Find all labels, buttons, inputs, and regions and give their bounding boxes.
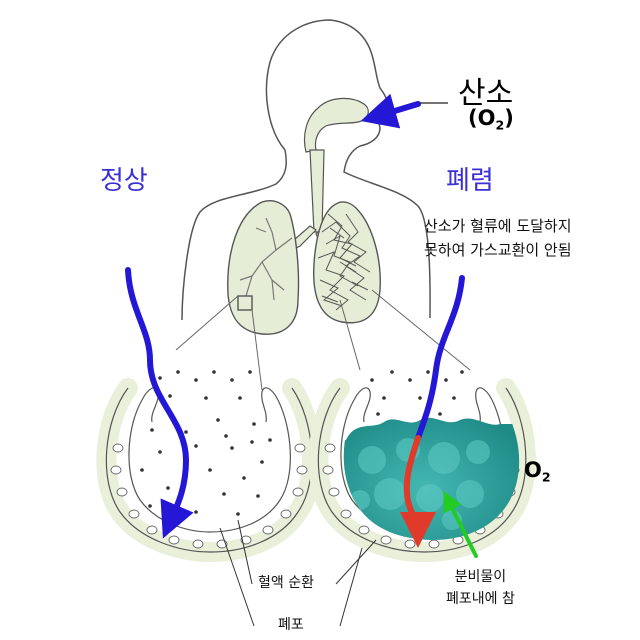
blocked-oxygen-arrow (399, 435, 436, 548)
normal-label: 정상 (100, 166, 148, 196)
alveolus-label: 폐포 (278, 617, 304, 633)
fluid-pointer-arrow (443, 491, 478, 558)
oxygen-particles (370, 370, 464, 416)
note-line-1: 산소가 혈류에 도달하지 (424, 217, 572, 235)
o2-base: O (524, 458, 542, 482)
oxygen-inlet (360, 93, 448, 129)
normal-lung (227, 200, 300, 335)
leader-lines (219, 519, 377, 627)
gas-exchange-note: 산소가 혈류에 도달하지 못하여 가스교환이 안됨 (424, 214, 572, 262)
oxygen-formula: (O2) (468, 106, 514, 132)
oxygen-particles (140, 370, 272, 516)
fluid-line-2: 폐포내에 참 (446, 591, 515, 607)
oxygen-formula-base: (O (468, 106, 496, 130)
o2-label: O2 (524, 458, 551, 484)
o2-sub: 2 (541, 469, 551, 485)
zoom-guide-lines (175, 289, 471, 391)
zoom-box (237, 295, 253, 311)
oxygen-formula-sub: 2 (495, 117, 505, 133)
oxygen-formula-close: ) (504, 106, 514, 130)
secretion-fluid (343, 417, 520, 540)
normal-oxygen-arrow (125, 267, 194, 539)
oxygen-label: 산소 (458, 76, 514, 111)
pneumonia-alveolus (308, 275, 536, 563)
human-silhouette (181, 19, 431, 321)
capillary-cells (110, 443, 308, 549)
pneumonia-label: 폐렴 (446, 166, 494, 196)
pneumonia-lung (313, 201, 381, 324)
fluid-label: 분비물이 폐포내에 참 (446, 566, 515, 610)
pneumonia-oxygen-arrow (415, 275, 465, 441)
fluid-line-1: 분비물이 (454, 569, 507, 585)
blood-circulation-label: 혈액 순환 (258, 575, 314, 591)
note-line-2: 못하여 가스교환이 안됨 (424, 241, 572, 259)
